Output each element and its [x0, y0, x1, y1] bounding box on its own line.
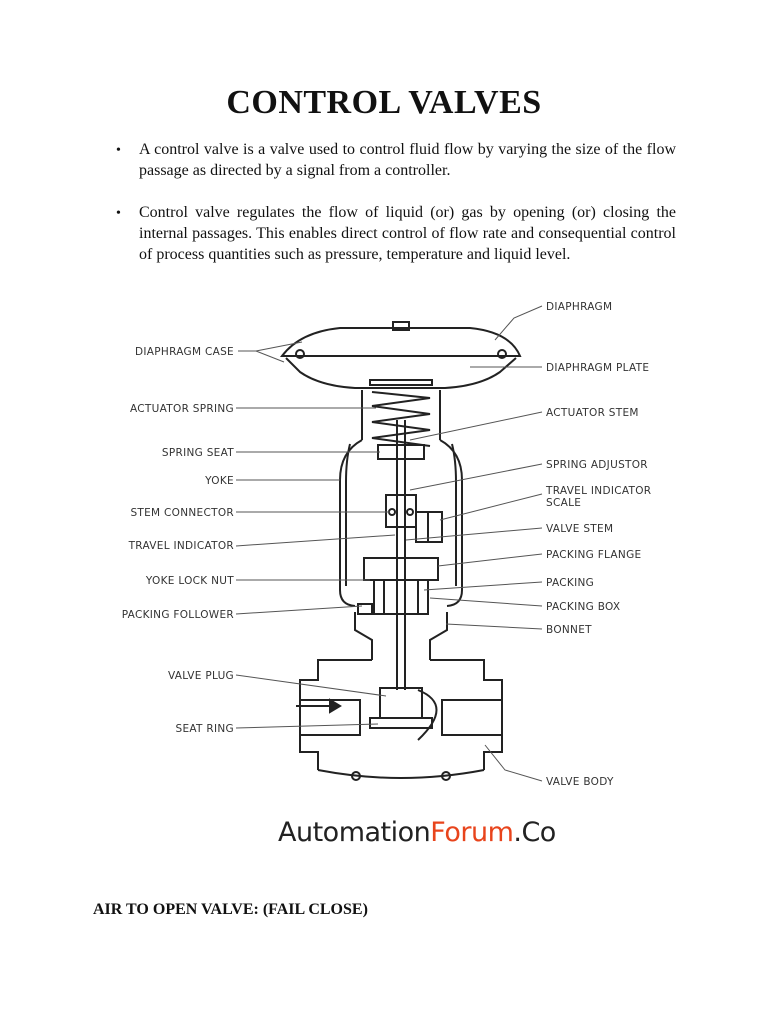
- label-yoke: YOKE: [204, 475, 234, 487]
- label-spring-adjustor: SPRING ADJUSTOR: [546, 459, 648, 471]
- label-packing-flange: PACKING FLANGE: [546, 549, 641, 561]
- control-valve-diagram: DIAPHRAGM CASE ACTUATOR SPRING SPRING SE…: [122, 301, 651, 788]
- label-travel-indicator: TRAVEL INDICATOR: [128, 540, 234, 552]
- right-labels: DIAPHRAGM DIAPHRAGM PLATE ACTUATOR STEM …: [545, 301, 651, 788]
- label-valve-body: VALVE BODY: [546, 776, 614, 788]
- bullet-item: • Control valve regulates the flow of li…: [110, 202, 676, 265]
- logo-part-forum: Forum: [430, 817, 514, 848]
- valve-drawing: [279, 321, 522, 781]
- label-packing: PACKING: [546, 577, 594, 589]
- bullet-list: • A control valve is a valve used to con…: [110, 139, 676, 286]
- page-title: CONTROL VALVES: [226, 84, 542, 121]
- bullet-text: Control valve regulates the flow of liqu…: [139, 204, 676, 263]
- label-valve-stem: VALVE STEM: [546, 523, 613, 535]
- section-heading: AIR TO OPEN VALVE: (FAIL CLOSE): [93, 901, 368, 918]
- label-bonnet: BONNET: [546, 624, 592, 636]
- logo-part-automation: Automation: [278, 817, 431, 848]
- automationforum-logo: AutomationForum.Co: [278, 817, 556, 848]
- leader-lines: [235, 305, 543, 782]
- label-actuator-stem: ACTUATOR STEM: [546, 407, 639, 419]
- label-actuator-spring: ACTUATOR SPRING: [130, 403, 234, 415]
- label-seat-ring: SEAT RING: [175, 723, 234, 735]
- left-labels: DIAPHRAGM CASE ACTUATOR SPRING SPRING SE…: [122, 346, 234, 735]
- logo-part-co: .Co: [513, 817, 556, 848]
- label-diaphragm-plate: DIAPHRAGM PLATE: [546, 362, 649, 374]
- bullet-item: • A control valve is a valve used to con…: [110, 139, 676, 181]
- label-packing-follower: PACKING FOLLOWER: [122, 609, 234, 621]
- label-packing-box: PACKING BOX: [546, 601, 620, 613]
- label-valve-plug: VALVE PLUG: [168, 670, 234, 682]
- label-spring-seat: SPRING SEAT: [162, 447, 234, 459]
- bullet-dot-icon: •: [116, 143, 121, 158]
- label-stem-connector: STEM CONNECTOR: [130, 507, 234, 519]
- label-scale: SCALE: [546, 497, 581, 509]
- bullet-text: A control valve is a valve used to contr…: [139, 141, 676, 179]
- label-diaphragm-case: DIAPHRAGM CASE: [135, 346, 234, 358]
- label-diaphragm: DIAPHRAGM: [546, 301, 612, 313]
- bullet-dot-icon: •: [116, 206, 121, 221]
- label-travel-indicator-right: TRAVEL INDICATOR: [545, 485, 651, 497]
- label-yoke-lock-nut: YOKE LOCK NUT: [145, 575, 234, 587]
